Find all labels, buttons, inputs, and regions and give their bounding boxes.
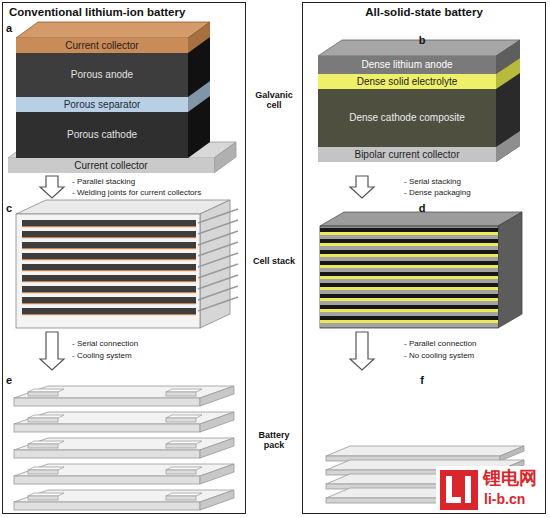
step-note: - Serial stacking — [404, 178, 461, 187]
layer-label: Dense solid electrolyte — [357, 76, 458, 88]
row-label: Battery pack — [248, 430, 300, 451]
battery-panel: Dense lithium anodeDense solid electroly… — [302, 2, 546, 514]
watermark: li-b.cn — [482, 492, 527, 507]
stack-side-face — [498, 212, 522, 328]
collector-side-band — [496, 131, 520, 162]
electrolyte-side-band — [496, 58, 520, 89]
conventional-pack-drawing — [14, 386, 234, 510]
panel-letter: b — [419, 34, 426, 46]
step-note: - Cooling system — [72, 352, 132, 361]
cell-layer: Porous separator — [16, 97, 188, 112]
step-note: - No cooling system — [404, 352, 474, 361]
conventional-stack-drawing — [16, 200, 238, 328]
module-slab — [14, 386, 234, 406]
watermark-logo — [436, 466, 548, 514]
stack-top-face — [16, 200, 230, 214]
cell-layers — [320, 228, 498, 327]
layer-label: Porous cathode — [67, 129, 137, 141]
galvanic-cell: Dense lithium anodeDense solid electroly… — [304, 30, 540, 176]
cell-layer: Bipolar current collector — [318, 147, 496, 162]
step-note: - Parallel stacking — [72, 178, 135, 187]
layer-label: Porous anode — [71, 69, 133, 81]
step-note: - Serial connection — [72, 340, 138, 349]
block-arrow — [40, 332, 64, 370]
logo-stroke — [446, 497, 461, 503]
panel-letter: f — [420, 374, 424, 386]
solid-state-cell-drawing — [318, 40, 520, 162]
cell-layer: Dense lithium anode — [318, 56, 496, 74]
cell-layer: Dense cathode composite — [318, 89, 496, 147]
solid-state-stack-drawing — [320, 212, 522, 328]
current-collector-tabs — [198, 209, 238, 311]
panel-letter: c — [6, 202, 12, 214]
block-arrow — [350, 176, 374, 198]
module-slab — [14, 438, 234, 458]
step-note: - Parallel connection — [404, 340, 476, 349]
stack-front-face — [16, 214, 200, 328]
cell-stack: c — [4, 198, 242, 332]
cell-layer: Porous cathode — [16, 112, 188, 158]
step-note: - Dense packaging — [404, 189, 471, 198]
panel-title: Conventional lithium-ion battery — [9, 6, 239, 18]
battery-pack: f — [304, 370, 540, 512]
module-slab — [14, 490, 234, 510]
logo-stroke — [465, 476, 471, 503]
block-arrow — [350, 332, 374, 370]
collector-top-face — [16, 22, 210, 38]
row-label: Galvanic cell — [248, 90, 300, 111]
cell-side-face — [188, 22, 210, 158]
stack-front-face — [320, 226, 498, 328]
panel-letter: a — [6, 22, 12, 34]
watermark-ground — [436, 466, 548, 514]
collector-side-band — [188, 22, 210, 53]
cell-layer: Current collector — [16, 38, 188, 53]
step-note: - Welding joints for current collectors — [72, 189, 201, 198]
cell-layer: Porous anode — [16, 53, 188, 97]
conventional-cell-drawing — [8, 22, 236, 173]
cell-side-face — [496, 40, 520, 162]
panel-letter: d — [419, 202, 426, 214]
watermark: 锂电网 — [481, 468, 539, 488]
panel-title: All-solid-state battery — [309, 6, 539, 18]
battery-pack: e — [4, 370, 242, 512]
block-arrow — [40, 176, 64, 198]
module-slab — [326, 446, 524, 461]
layer-label: Current collector — [74, 160, 147, 172]
separator-side-band — [188, 81, 210, 112]
stack-top-face — [320, 212, 522, 226]
layer-label: Dense lithium anode — [361, 59, 452, 71]
battery-panel: Current collectorPorous anodePorous sepa… — [2, 2, 246, 514]
layer-label: Bipolar current collector — [354, 149, 459, 161]
module-slab — [14, 412, 234, 432]
row-label: Cell stack — [248, 256, 300, 266]
panel-letter: e — [6, 374, 12, 386]
cell-layer: Current collector — [8, 158, 214, 173]
module-slab — [14, 464, 234, 484]
logo-square — [440, 470, 478, 510]
cell-stack: d — [304, 198, 540, 332]
layer-label: Dense cathode composite — [349, 112, 465, 124]
cell-layer: Dense solid electrolyte — [318, 74, 496, 89]
layer-label: Current collector — [65, 40, 138, 52]
electrode-layers — [22, 220, 196, 319]
layer-label: Porous separator — [64, 99, 141, 111]
collector-side-face — [214, 142, 236, 173]
galvanic-cell: Current collectorPorous anodePorous sepa… — [4, 18, 238, 176]
